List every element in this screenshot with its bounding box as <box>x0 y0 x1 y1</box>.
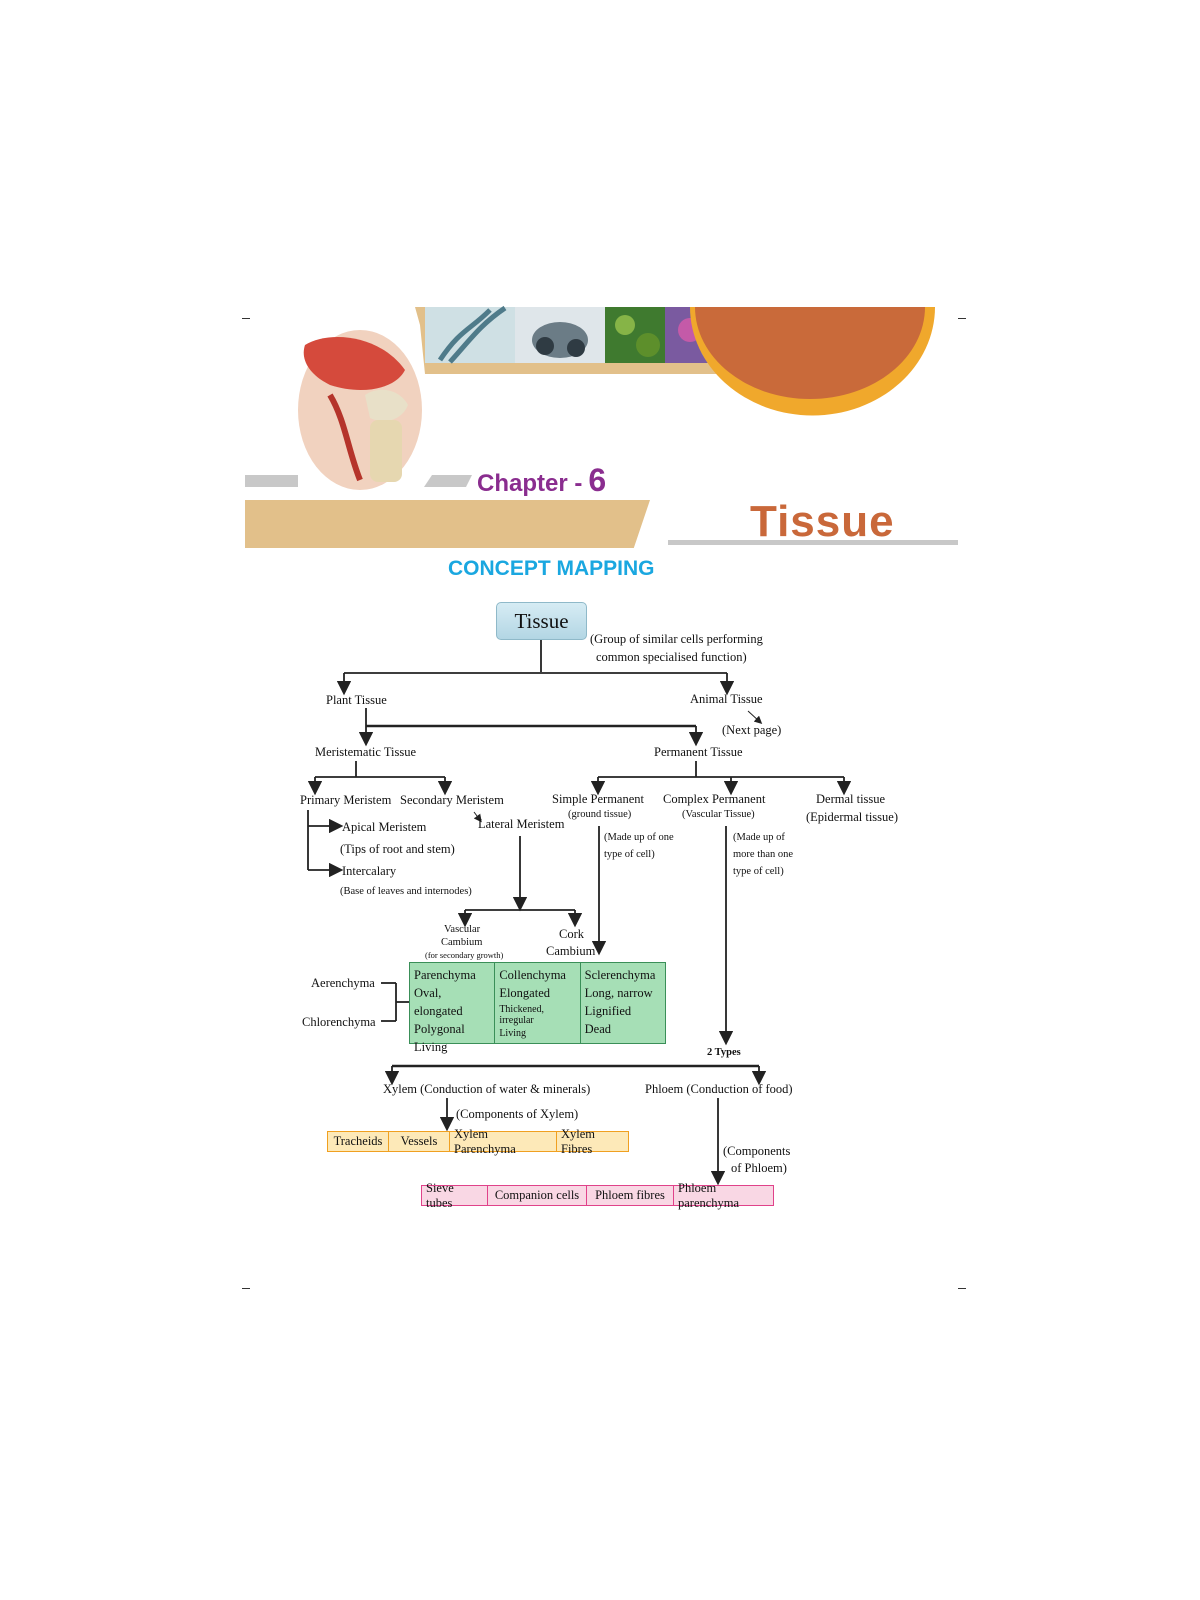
concept-mapping-heading: CONCEPT MAPPING <box>448 557 655 580</box>
xylem-part: Vessels <box>389 1132 450 1151</box>
root-tissue-node: Tissue <box>496 602 587 640</box>
apical-meristem-note: (Tips of root and stem) <box>340 842 455 856</box>
dermal-tissue-note: (Epidermal tissue) <box>806 810 898 824</box>
plant-tissue-node: Plant Tissue <box>326 693 387 707</box>
dermal-tissue-node: Dermal tissue <box>816 792 886 806</box>
vascular-cambium-line-2: Cambium <box>441 937 483 948</box>
root-note-line-2: common specialised function) <box>596 650 747 664</box>
collenchyma-column: Collenchyma Elongated Thickened, irregul… <box>495 963 581 1043</box>
vascular-cambium-line-1: Vascular <box>444 924 481 935</box>
crop-mark <box>958 1288 966 1289</box>
crop-mark <box>242 1288 250 1289</box>
sclerenchyma-column: Sclerenchyma Long, narrow Lignified Dead <box>581 963 665 1043</box>
permanent-tissue-node: Permanent Tissue <box>654 745 743 759</box>
chapter-label: Chapter - <box>477 470 583 497</box>
phloem-part: Phloem fibres <box>587 1186 674 1205</box>
simple-permanent-desc-2: type of cell) <box>604 849 655 860</box>
table-cell: Long, narrow <box>584 986 653 1000</box>
complex-permanent-note: (Vascular Tissue) <box>682 809 755 820</box>
table-cell: Living <box>499 1028 526 1039</box>
table-cell: Polygonal <box>414 1022 465 1036</box>
table-cell: Sclerenchyma <box>584 968 656 982</box>
xylem-part: Tracheids <box>328 1132 389 1151</box>
xylem-part: Xylem Fibres <box>561 1126 596 1156</box>
complex-permanent-node: Complex Permanent <box>663 792 766 806</box>
chapter-band <box>245 500 650 548</box>
xylem-part: Xylem Parenchyma <box>450 1127 557 1156</box>
crop-mark <box>242 318 250 319</box>
simple-tissue-table: Parenchyma Oval, elongated Polygonal Liv… <box>409 962 666 1054</box>
table-cell: Living <box>414 1040 448 1054</box>
vascular-cambium-note: (for secondary growth) <box>425 950 504 960</box>
phloem-part: Phloem parenchyma <box>678 1180 740 1210</box>
xylem-node: Xylem (Conduction of water & minerals) <box>383 1082 591 1096</box>
root-note-line-1: (Group of similar cells performing <box>590 632 763 646</box>
meristematic-tissue-node: Meristematic Tissue <box>315 745 417 759</box>
xylem-components-label: (Components of Xylem) <box>456 1107 579 1121</box>
dna-helix-icon <box>437 305 507 364</box>
table-cell: Parenchyma <box>414 968 476 982</box>
phloem-node: Phloem (Conduction of food) <box>645 1082 793 1096</box>
complex-permanent-desc-2: more than one <box>733 849 794 860</box>
complex-permanent-desc-3: type of cell) <box>733 866 784 877</box>
secondary-meristem-node: Secondary Meristem <box>400 793 504 807</box>
primary-meristem-node: Primary Meristem <box>300 793 392 807</box>
chapter-number: 6 <box>588 462 607 498</box>
two-types-label: 2 Types <box>707 1047 741 1058</box>
table-cell: Oval, elongated <box>414 986 463 1018</box>
simple-permanent-note: (ground tissue) <box>568 809 632 820</box>
simple-permanent-desc-1: (Made up of one <box>604 832 674 843</box>
phloem-components-line-1: (Components <box>723 1144 791 1158</box>
phloem-components-row: Sieve tubes Companion cells Phloem fibre… <box>421 1180 774 1210</box>
table-cell: Lignified <box>584 1004 632 1018</box>
cork-cambium-line-1: Cork <box>559 927 584 941</box>
intercalary-note: (Base of leaves and internodes) <box>340 886 472 897</box>
apical-meristem-node: Apical Meristem <box>342 820 427 834</box>
title-underline <box>668 540 958 545</box>
table-cell: Dead <box>584 1022 612 1036</box>
phloem-components-line-2: of Phloem) <box>731 1161 787 1175</box>
parenchyma-column: Parenchyma Oval, elongated Polygonal Liv… <box>410 963 496 1054</box>
table-cell: Thickened, irregular <box>499 1004 545 1026</box>
table-cell: Collenchyma <box>499 968 566 982</box>
cork-cambium-line-2: Cambium <box>546 944 596 958</box>
phloem-part: Companion cells <box>488 1186 587 1205</box>
animal-tissue-node: Animal Tissue <box>690 692 763 706</box>
knee-joint-illustration <box>298 330 422 490</box>
lateral-meristem-node: Lateral Meristem <box>478 817 565 831</box>
intercalary-node: Intercalary <box>342 864 397 878</box>
aerenchyma-label: Aerenchyma <box>311 976 375 990</box>
chapter-heading: Chapter -6 <box>477 462 606 499</box>
xylem-components-row: Tracheids Vessels Xylem Parenchyma Xylem… <box>327 1126 629 1156</box>
crop-mark <box>958 318 966 319</box>
next-page-note: (Next page) <box>722 723 782 737</box>
phloem-part: Sieve tubes <box>422 1181 488 1210</box>
simple-permanent-node: Simple Permanent <box>552 792 644 806</box>
complex-permanent-desc-1: (Made up of <box>733 832 785 843</box>
table-cell: Elongated <box>499 986 551 1000</box>
page-title: Tissue <box>750 497 895 546</box>
chlorenchyma-label: Chlorenchyma <box>302 1015 376 1029</box>
